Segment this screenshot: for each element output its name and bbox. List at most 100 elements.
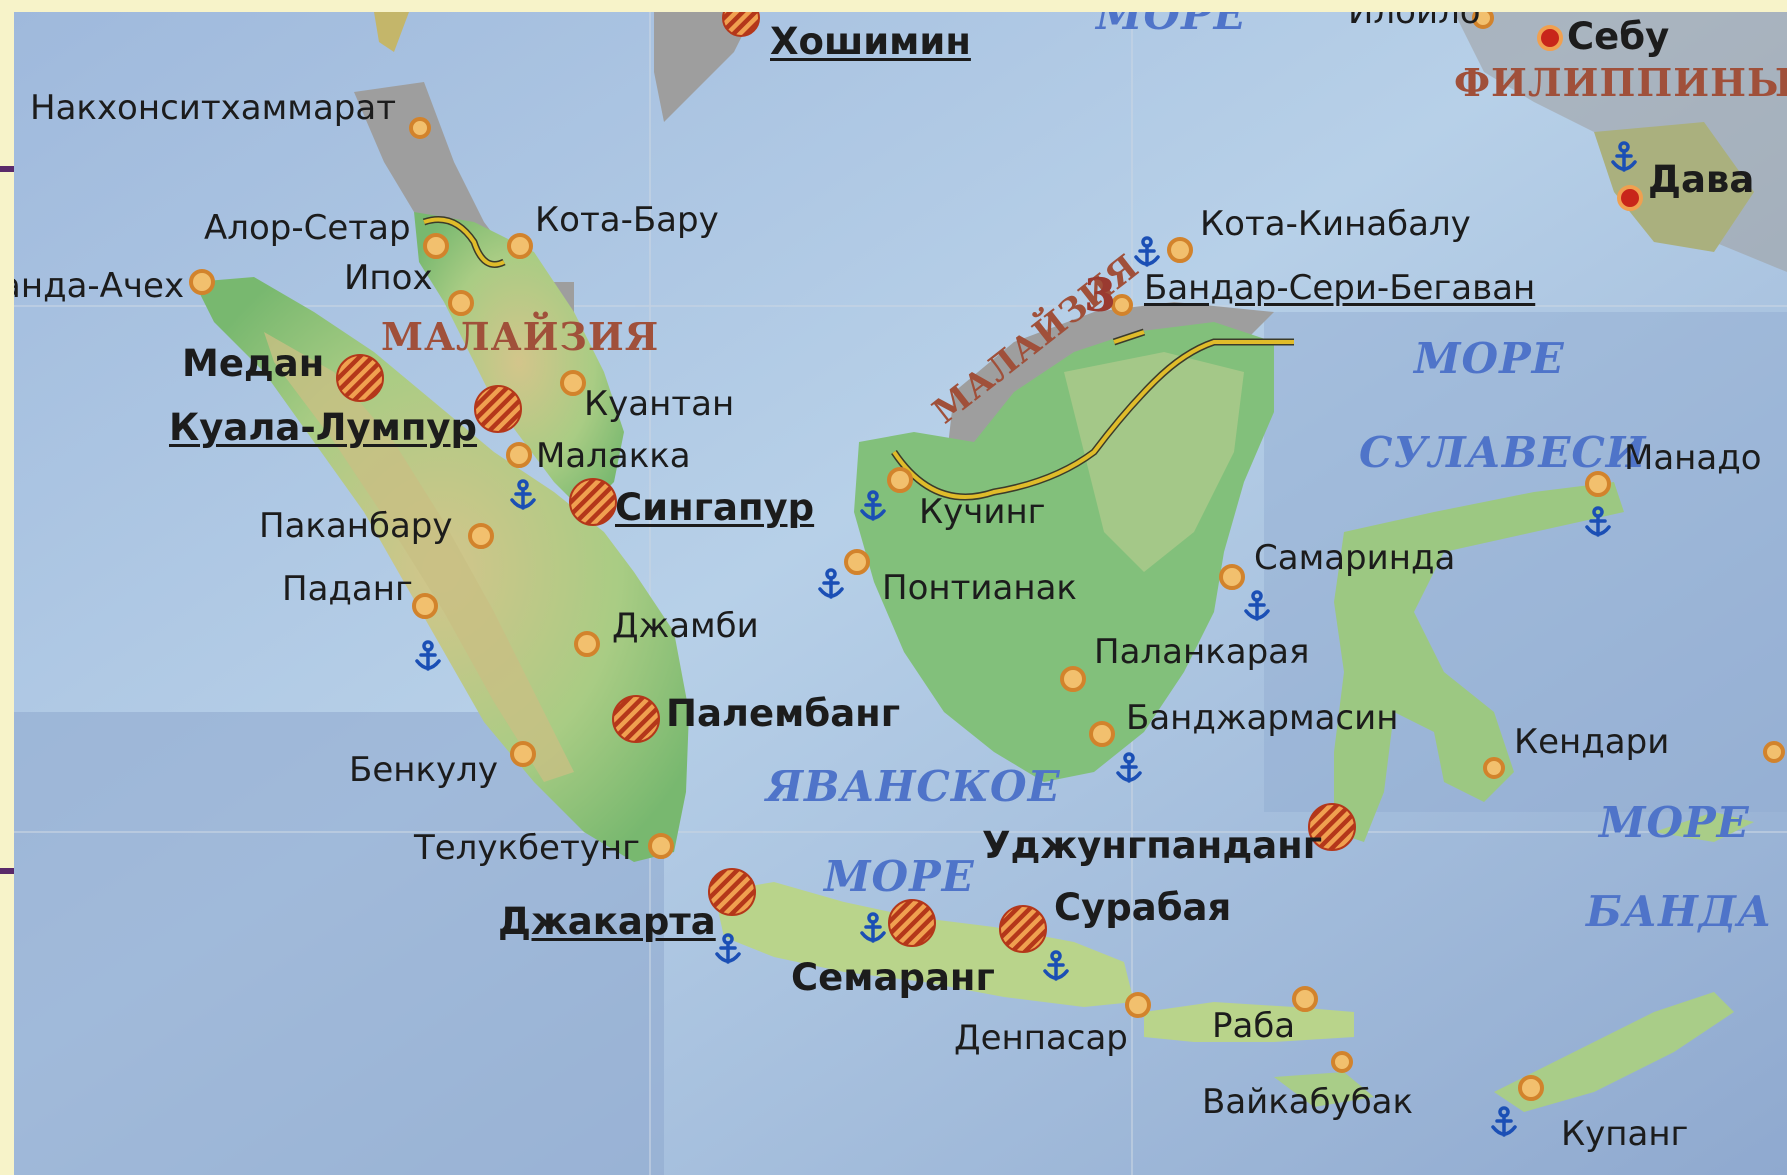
land-borneo-highlands xyxy=(1064,352,1244,572)
city-label-singapur: Сингапур xyxy=(615,486,815,529)
circle-dot-icon xyxy=(409,117,431,139)
sea-label: МОРЕ xyxy=(824,852,975,901)
sea-label: МОРЕ xyxy=(1414,334,1565,383)
hatched-circle-icon xyxy=(1308,803,1356,851)
city-label-kota-baru: Кота-Бару xyxy=(535,200,719,240)
city-label-kuantan: Куантан xyxy=(584,384,735,424)
land-sumatra-highlands xyxy=(264,332,574,782)
city-label-bandar: Бандар-Сери-Бегаван xyxy=(1144,268,1536,308)
city-label-telukbetung: Телукбетунг xyxy=(414,828,640,868)
circle-dot-icon xyxy=(1483,757,1505,779)
city-label-kuching: Кучинг xyxy=(919,492,1046,532)
city-label-alor-setar: Алор-Сетар xyxy=(204,208,411,248)
anchor-icon xyxy=(860,490,886,521)
major-city-markers xyxy=(1537,25,1643,211)
city-label-benkulu: Бенкулу xyxy=(349,750,498,790)
city-label-denpasar: Денпасар xyxy=(954,1018,1128,1058)
city-label-padang: Паданг xyxy=(282,569,413,609)
slide-accent-line xyxy=(0,166,14,172)
city-label-sebu: Себу xyxy=(1567,15,1670,58)
city-label-kupang: Купанг xyxy=(1561,1114,1689,1154)
circle-dot-icon xyxy=(506,442,532,468)
circle-dot-icon xyxy=(1518,1075,1544,1101)
city-label-medan: Медан xyxy=(182,342,325,385)
country-label-philippines: ФИЛИППИНЫ xyxy=(1454,60,1787,105)
anchor-icon xyxy=(1244,590,1270,621)
city-label-bandzharmasin: Банджармасин xyxy=(1126,698,1399,738)
city-label-palankaraya: Паланкарая xyxy=(1094,632,1310,672)
anchor-icon xyxy=(1116,752,1142,783)
country-label-malaysia: МАЛАЙЗИЯ xyxy=(381,314,660,359)
hatched-circle-icon xyxy=(336,354,384,402)
anchor-icon xyxy=(1134,236,1160,267)
sea-label: СУЛАВЕСИ xyxy=(1359,428,1647,477)
circle-dot-icon xyxy=(648,833,674,859)
hatched-circle-icon xyxy=(569,478,617,526)
circle-dot-icon xyxy=(1167,237,1193,263)
circle-dot-icon xyxy=(189,269,215,295)
land-sumba xyxy=(1274,1072,1374,1107)
anchor-icon xyxy=(860,912,886,943)
land-islands xyxy=(1654,812,1754,842)
city-label-dzhambi: Джамби xyxy=(612,606,759,646)
anchor-icon xyxy=(1491,1106,1517,1137)
circle-dot-icon xyxy=(1472,12,1494,29)
circle-dot-icon xyxy=(510,741,536,767)
anchor-icon xyxy=(818,568,844,599)
hatched-circle-icon xyxy=(474,385,522,433)
slide-accent-line xyxy=(0,868,14,874)
circle-dot-icon xyxy=(1125,992,1151,1018)
circle-dot-icon xyxy=(844,549,870,575)
city-label-udzhung: Уджунгпанданг xyxy=(982,824,1323,867)
circle-dot-icon xyxy=(1219,564,1245,590)
city-label-kuala-lumpur: Куала-Лумпур xyxy=(169,406,478,449)
sea-label: МОРЕ xyxy=(1096,12,1247,39)
land-java xyxy=(714,882,1134,1007)
city-label-raba: Раба xyxy=(1212,1006,1296,1046)
land-lesser-sunda xyxy=(1144,1002,1354,1042)
land-timor xyxy=(1494,992,1734,1112)
sea-label: БАНДА xyxy=(1586,887,1773,936)
sea-label: МОРЕ xyxy=(1599,798,1750,847)
land-malay-peninsula xyxy=(414,212,624,512)
anchor-icon xyxy=(1611,141,1637,172)
circle-dot-icon xyxy=(1331,1051,1353,1073)
hatched-circle-icon xyxy=(612,695,660,743)
city-label-iloilo: Илойло xyxy=(1348,12,1481,32)
anchor-icon xyxy=(510,479,536,510)
hatched-circle-icon xyxy=(888,899,936,947)
circle-dot-icon xyxy=(560,370,586,396)
hatched-circle-icon xyxy=(708,868,756,916)
city-label-surabaya: Сурабая xyxy=(1054,886,1232,929)
country-border xyxy=(423,217,1294,499)
circle-dot-icon xyxy=(887,467,913,493)
port-markers xyxy=(415,141,1637,1137)
anchor-icon xyxy=(1043,950,1069,981)
circle-dot-icon xyxy=(574,631,600,657)
city-label-kota-kinabalu: Кота-Кинабалу xyxy=(1200,204,1471,244)
circle-dot-icon xyxy=(1585,471,1611,497)
city-label-davao: Дава xyxy=(1648,158,1755,201)
circle-dot-icon xyxy=(1292,986,1318,1012)
city-label-dzhakarta: Джакарта xyxy=(498,900,716,943)
city-label-pontianak: Понтианак xyxy=(882,568,1077,608)
city-label-vaikabubak: Вайкабубак xyxy=(1202,1082,1414,1122)
circle-dot-icon xyxy=(423,233,449,259)
map-graphics xyxy=(14,12,1787,1175)
map-image: МАЛАЙЗИЯ МАЛАЙЗИЯ ФИЛИППИНЫ МОРЕ МОРЕ СУ… xyxy=(14,12,1787,1175)
city-label-nakhon: Накхонситхаммарат xyxy=(30,88,396,128)
hatched-circle-icon xyxy=(999,905,1047,953)
circle-dot-icon xyxy=(507,233,533,259)
hatched-circle-icon xyxy=(722,12,760,37)
city-label-hoshimin: Хошимин xyxy=(770,20,971,63)
anchor-icon xyxy=(415,640,441,671)
circle-dot-icon xyxy=(1763,741,1785,763)
city-label-semarang: Семаранг xyxy=(791,956,995,999)
circle-dot-icon xyxy=(1617,185,1643,211)
city-label-manado: Манадо xyxy=(1624,438,1762,478)
circle-dot-icon xyxy=(1089,721,1115,747)
border-marker: 3 xyxy=(1084,268,1117,322)
city-label-kendari: Кендари xyxy=(1514,722,1670,762)
land-sulawesi xyxy=(1334,482,1624,842)
